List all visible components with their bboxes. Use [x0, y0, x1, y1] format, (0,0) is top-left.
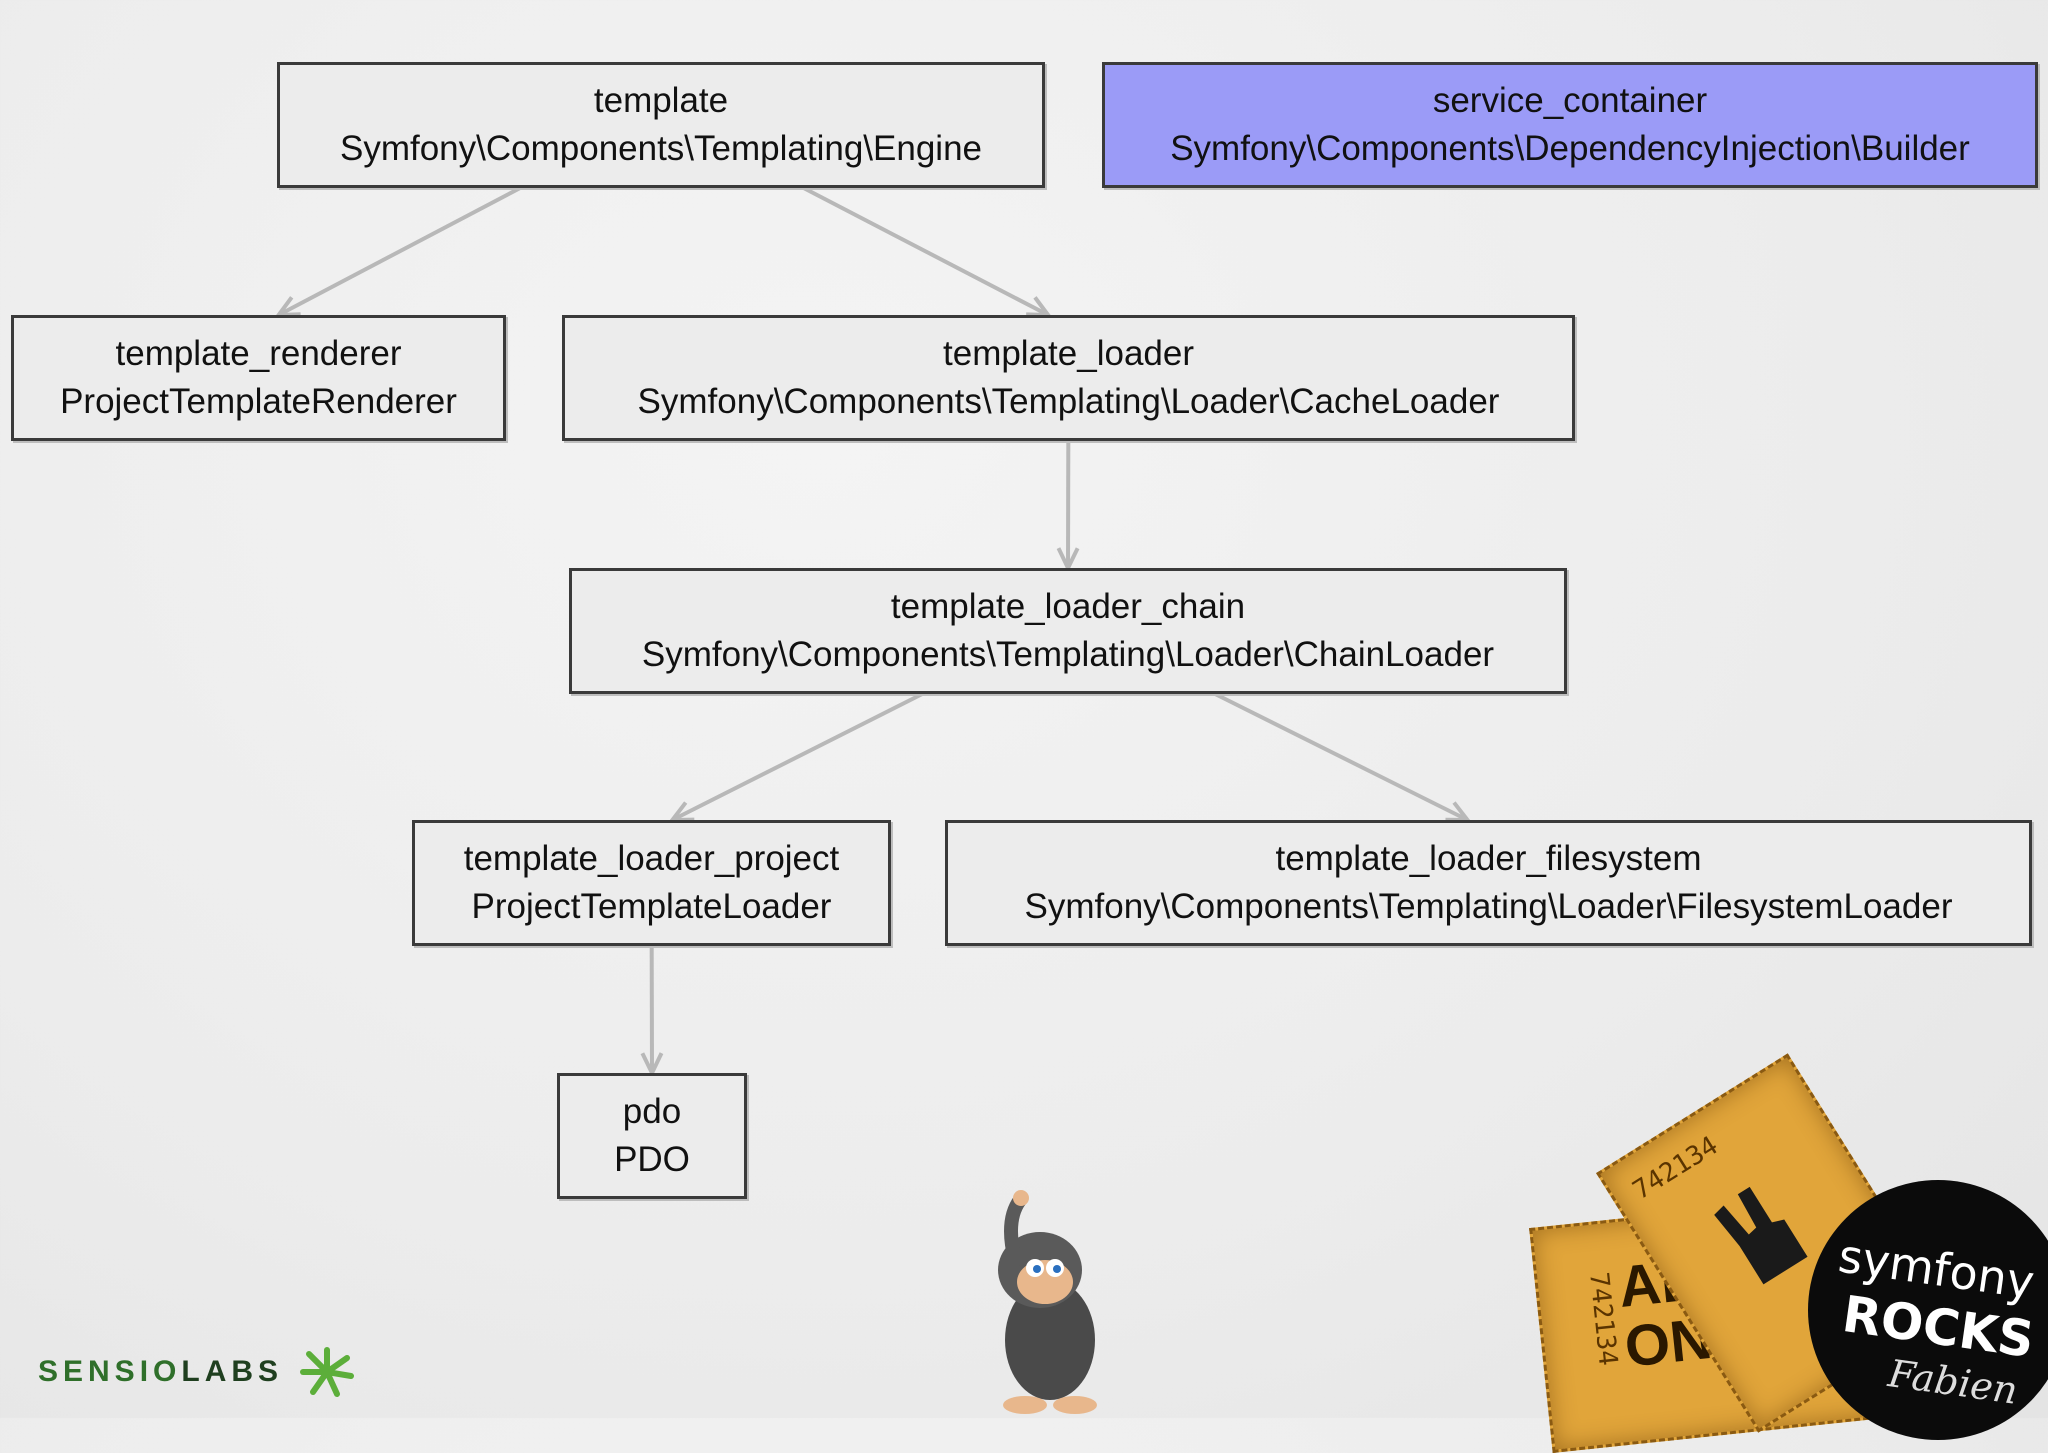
- ticket-number: 742134: [1583, 1271, 1623, 1368]
- node-class-name: Symfony\Components\Templating\Loader\Cha…: [642, 631, 1494, 679]
- node-class-name: PDO: [614, 1136, 690, 1184]
- node-class-name: Symfony\Components\DependencyInjection\B…: [1170, 125, 1970, 173]
- node-service-id: template_loader_filesystem: [1275, 835, 1701, 883]
- edge-template_loader_chain-to-template_loader_project: [672, 694, 922, 820]
- node-pdo[interactable]: pdo PDO: [557, 1073, 747, 1199]
- node-class-name: Symfony\Components\Templating\Engine: [340, 125, 982, 173]
- monkey-mascot-icon: [955, 1190, 1145, 1418]
- node-template-loader-chain[interactable]: template_loader_chain Symfony\Components…: [569, 568, 1567, 694]
- logo-text-sensio: SENSIO: [38, 1355, 181, 1389]
- node-service-id: pdo: [623, 1088, 681, 1136]
- asterisk-burst-icon: [297, 1346, 357, 1398]
- node-service-id: service_container: [1433, 77, 1707, 125]
- node-class-name: Symfony\Components\Templating\Loader\Fil…: [1025, 883, 1953, 931]
- edge-template_loader_chain-to-template_loader_filesystem: [1215, 694, 1467, 820]
- node-class-name: ProjectTemplateRenderer: [60, 378, 457, 426]
- edge-template-to-template_loader: [804, 188, 1049, 315]
- node-class-name: Symfony\Components\Templating\Loader\Cac…: [638, 378, 1500, 426]
- edge-template-to-template_renderer: [279, 188, 521, 315]
- logo-text-labs: LABS: [181, 1355, 283, 1389]
- node-service-id: template: [594, 77, 728, 125]
- node-template[interactable]: template Symfony\Components\Templating\E…: [277, 62, 1045, 188]
- node-template-loader[interactable]: template_loader Symfony\Components\Templ…: [562, 315, 1575, 441]
- node-class-name: ProjectTemplateLoader: [472, 883, 832, 931]
- node-service-id: template_renderer: [116, 330, 402, 378]
- node-service-id: template_loader_project: [464, 835, 840, 883]
- node-template-renderer[interactable]: template_renderer ProjectTemplateRendere…: [11, 315, 506, 441]
- node-template-loader-project[interactable]: template_loader_project ProjectTemplateL…: [412, 820, 891, 946]
- node-service-id: template_loader_chain: [891, 583, 1245, 631]
- node-template-loader-filesystem[interactable]: template_loader_filesystem Symfony\Compo…: [945, 820, 2032, 946]
- node-service-container[interactable]: service_container Symfony\Components\Dep…: [1102, 62, 2038, 188]
- node-service-id: template_loader: [943, 330, 1194, 378]
